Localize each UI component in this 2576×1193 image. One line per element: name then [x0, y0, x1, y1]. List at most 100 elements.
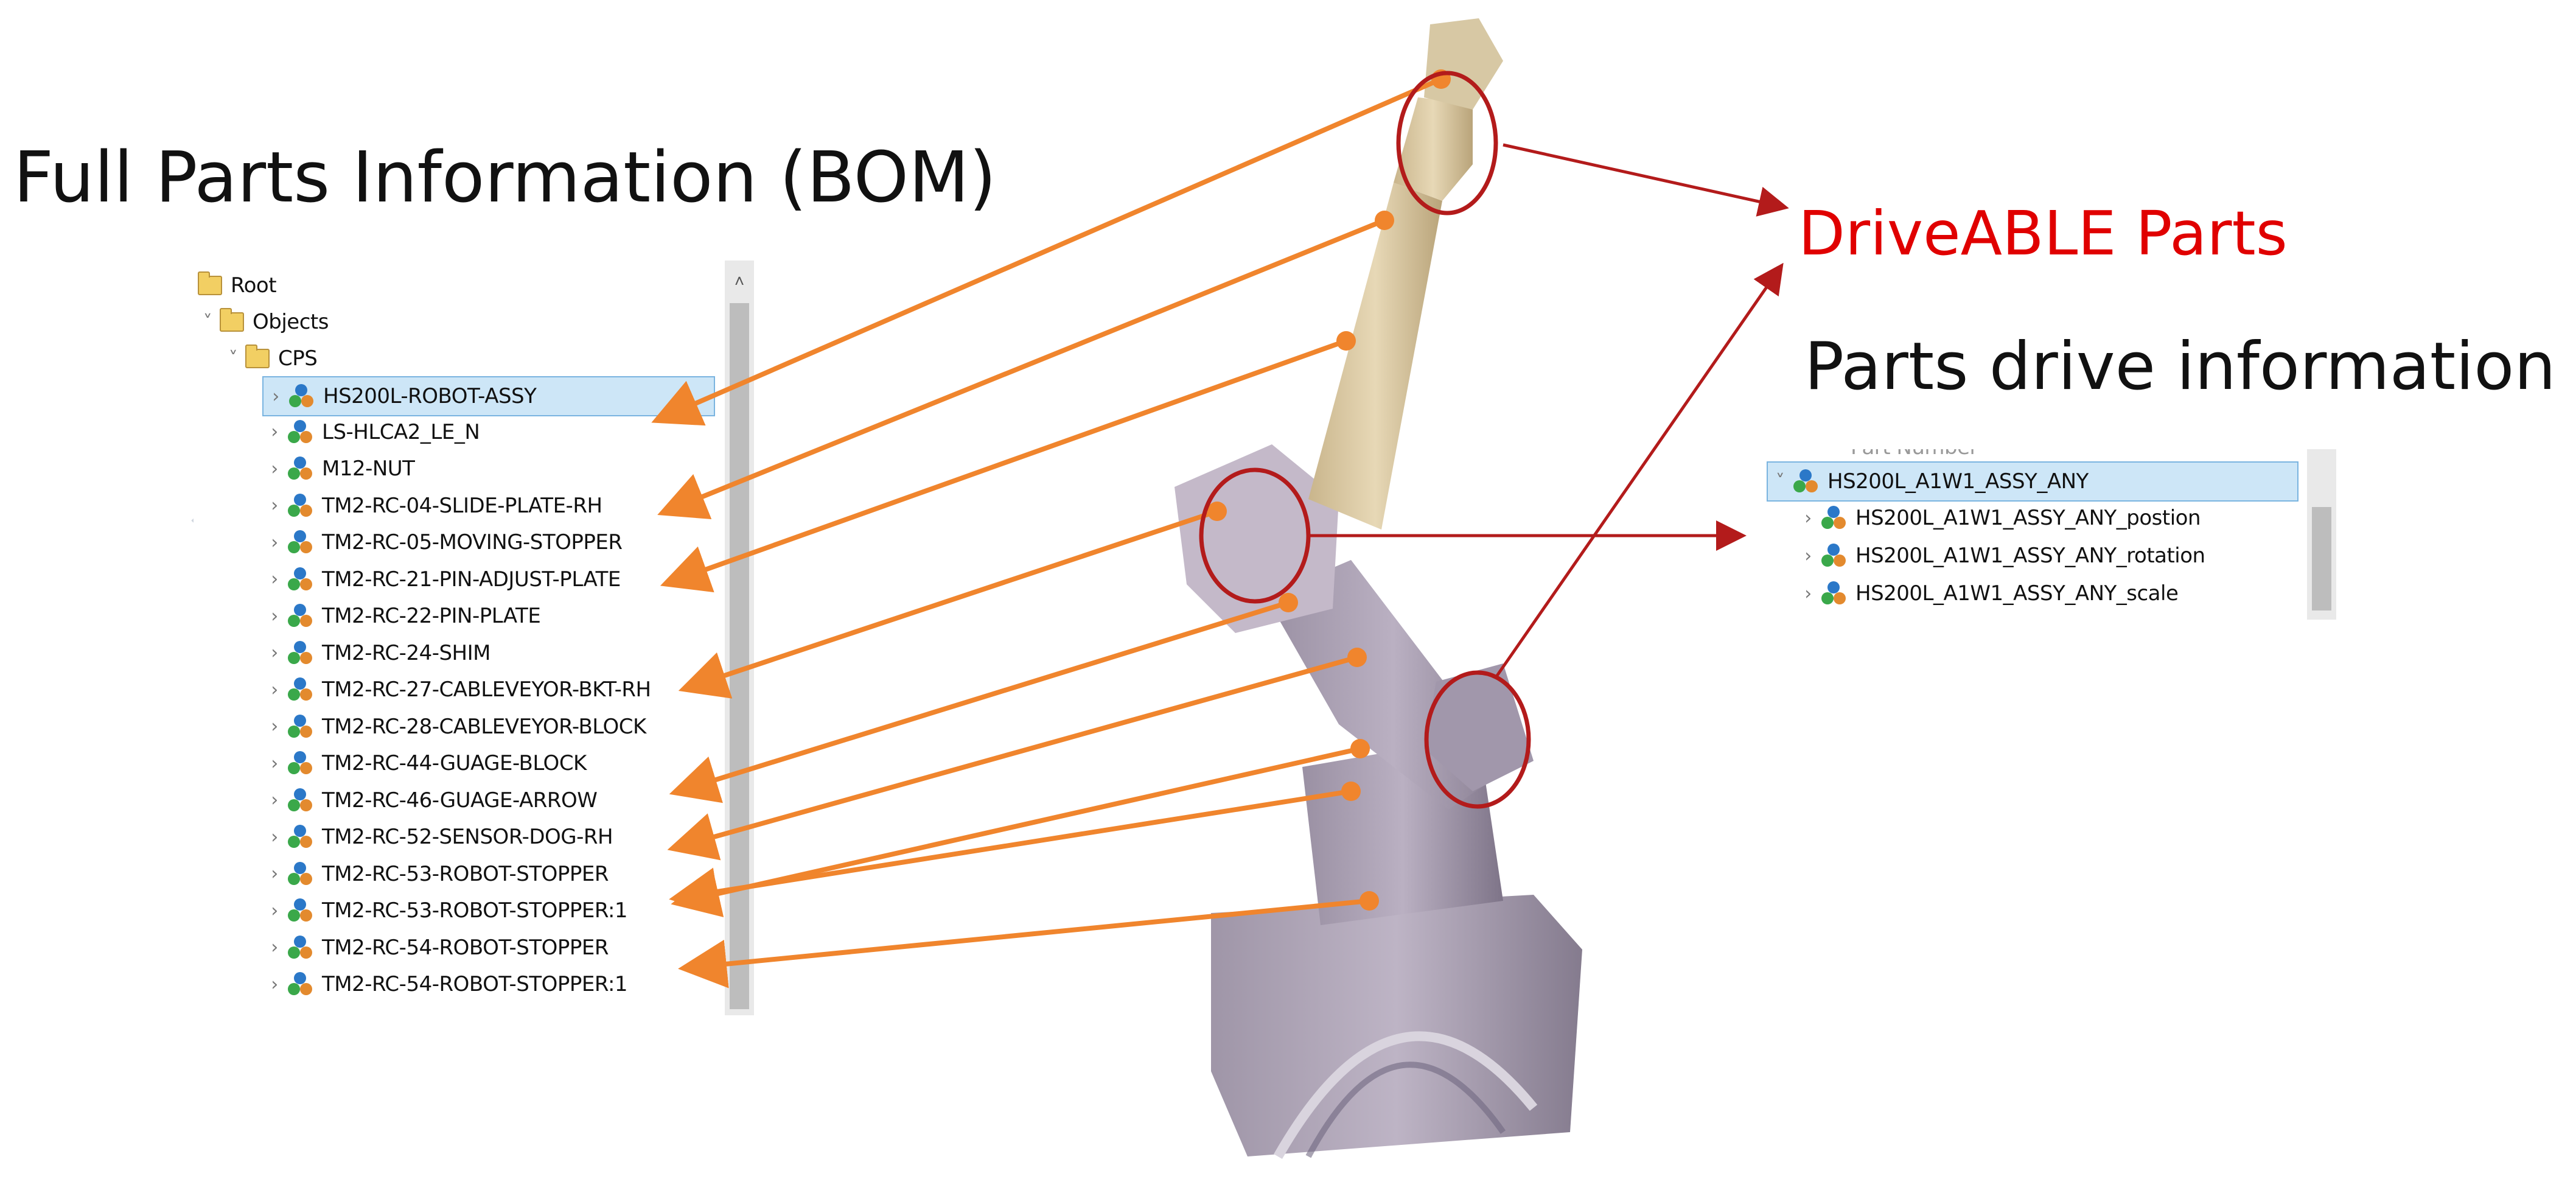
part-icon — [288, 972, 312, 995]
chevron-right-icon[interactable]: › — [271, 826, 278, 848]
part-icon — [289, 384, 313, 407]
bom-item-label: TM2-RC-53-ROBOT-STOPPER:1 — [322, 898, 628, 923]
bom-item[interactable]: › TM2-RC-05-MOVING-STOPPER — [262, 523, 623, 561]
chevron-right-icon[interactable]: › — [271, 495, 278, 516]
highlight-side-motor — [1424, 670, 1531, 809]
bom-item[interactable]: › TM2-RC-27-CABLEVEYOR-BKT-RH — [262, 671, 651, 708]
chevron-right-icon[interactable]: › — [271, 421, 278, 443]
drive-child-label: HS200L_A1W1_ASSY_ANY_postion — [1855, 506, 2201, 530]
bom-item-label: TM2-RC-44-GUAGE-BLOCK — [322, 751, 587, 775]
drive-tree-partial-row: Part Number — [1815, 447, 1978, 466]
bom-item-label: TM2-RC-27-CABLEVEYOR-BKT-RH — [322, 677, 651, 702]
drive-tree-child[interactable]: › HS200L_A1W1_ASSY_ANY_postion — [1796, 499, 2201, 537]
connector-dot — [1350, 739, 1370, 758]
tree-objects[interactable]: ˅ Objects — [195, 303, 329, 341]
bom-item[interactable]: ›M12-NUT — [262, 450, 415, 488]
bom-item-label: TM2-RC-04-SLIDE-PLATE-RH — [322, 493, 602, 518]
robot-end-effector — [1424, 18, 1503, 110]
bom-item[interactable]: › TM2-RC-52-SENSOR-DOG-RH — [262, 818, 613, 856]
connector-dot — [1279, 593, 1298, 612]
part-icon — [288, 861, 312, 885]
bom-item[interactable]: ›TM2-RC-24-SHIM — [262, 634, 491, 672]
chevron-right-icon[interactable]: › — [1804, 583, 1812, 604]
connector-line — [671, 746, 1361, 917]
bom-item-label: TM2-RC-53-ROBOT-STOPPER — [322, 861, 609, 886]
drive-scrollbar[interactable] — [2307, 449, 2336, 620]
bom-item[interactable]: ›TM2-RC-54-ROBOT-STOPPER — [262, 929, 609, 967]
part-icon — [288, 493, 312, 517]
drive-partial-label: Part Number — [1851, 447, 1978, 460]
arrow-from-side-motor — [1495, 262, 1784, 677]
chevron-right-icon[interactable]: › — [271, 679, 278, 701]
robot-side-motor — [1424, 663, 1534, 791]
connector-dot — [1207, 502, 1227, 521]
robot-upper-arm — [1308, 183, 1442, 530]
bom-item[interactable]: › TM2-RC-46-GUAGE-ARROW — [262, 782, 598, 819]
bom-item[interactable]: › TM2-RC-04-SLIDE-PLATE-RH — [262, 487, 602, 525]
chevron-right-icon[interactable]: › — [271, 900, 278, 922]
part-icon — [288, 825, 312, 848]
bom-item-label: TM2-RC-46-GUAGE-ARROW — [322, 788, 598, 813]
connector-line — [678, 898, 1370, 988]
arrow-to-driveable-parts — [1503, 143, 1789, 217]
bom-item[interactable]: › TM2-RC-44-GUAGE-BLOCK — [262, 744, 587, 782]
bom-item-label: LS-HLCA2_LE_N — [322, 419, 480, 444]
bom-item[interactable]: › LS-HLCA2_LE_N — [262, 413, 480, 451]
connector-dot — [1336, 331, 1356, 351]
connector-line — [657, 218, 1386, 520]
chevron-right-icon[interactable]: › — [272, 385, 279, 407]
drive-tree-child[interactable]: ›HS200L_A1W1_ASSY_ANY_scale — [1796, 575, 2179, 612]
bom-item-label: TM2-RC-05-MOVING-STOPPER — [322, 530, 623, 555]
drive-parent-label: HS200L_A1W1_ASSY_ANY — [1827, 469, 2089, 494]
chevron-right-icon[interactable]: › — [271, 458, 278, 480]
chevron-right-icon[interactable]: › — [271, 973, 278, 995]
chevron-right-icon[interactable]: › — [271, 531, 278, 553]
drive-tree-child[interactable]: ›HS200L_A1W1_ASSY_ANY_rotation — [1796, 537, 2205, 575]
part-icon — [288, 677, 312, 701]
part-icon — [288, 567, 312, 590]
connector-dot — [1375, 211, 1394, 230]
tree-cps[interactable]: ˅ CPS — [221, 340, 318, 377]
part-icon — [1793, 469, 1818, 492]
bom-item[interactable]: › TM2-RC-53-ROBOT-STOPPER:1 — [262, 892, 628, 929]
bom-item[interactable]: › TM2-RC-22-PIN-PLATE — [262, 597, 541, 635]
bom-title: Full Parts Information (BOM) — [13, 137, 997, 219]
chevron-right-icon[interactable]: › — [1804, 507, 1812, 529]
drive-tree-parent[interactable]: ˅ HS200L_A1W1_ASSY_ANY — [1767, 461, 2299, 502]
folder-icon — [220, 308, 244, 332]
bom-item-label: TM2-RC-54-ROBOT-STOPPER:1 — [322, 972, 628, 996]
chevron-right-icon[interactable]: › — [271, 752, 278, 774]
part-icon — [288, 530, 312, 553]
part-icon — [288, 604, 312, 627]
tree-root[interactable]: Root — [195, 267, 277, 304]
bom-item[interactable]: ›HS200L-ROBOT-ASSY — [262, 376, 715, 416]
tree-cps-label: CPS — [278, 346, 318, 371]
bom-item-label: TM2-RC-52-SENSOR-DOG-RH — [322, 825, 613, 849]
chevron-right-icon[interactable]: › — [1804, 545, 1812, 567]
drive-scroll-thumb[interactable] — [2312, 507, 2331, 610]
chevron-right-icon[interactable]: › — [271, 863, 278, 884]
chevron-right-icon[interactable]: › — [271, 569, 278, 590]
part-icon — [1821, 544, 1846, 567]
part-icon — [288, 751, 312, 774]
chevron-right-icon[interactable]: › — [271, 937, 278, 958]
chevron-down-icon[interactable]: ˅ — [228, 348, 238, 369]
chevron-right-icon[interactable]: › — [271, 605, 278, 627]
bom-item[interactable]: ›TM2-RC-21-PIN-ADJUST-PLATE — [262, 561, 621, 598]
chevron-right-icon[interactable]: › — [271, 789, 278, 811]
chevron-right-icon[interactable]: › — [271, 716, 278, 737]
chevron-down-icon[interactable]: ˅ — [203, 311, 212, 333]
scroll-up-icon[interactable]: ˄ — [734, 271, 745, 290]
bom-item[interactable]: › TM2-RC-54-ROBOT-STOPPER:1 — [262, 965, 628, 1003]
robot-shoulder — [1175, 444, 1339, 633]
robot-base-ring — [1274, 1031, 1538, 1159]
bom-item[interactable]: ›TM2-RC-28-CABLEVEYOR-BLOCK — [262, 708, 646, 746]
chevron-down-icon[interactable]: ˅ — [1775, 471, 1785, 492]
part-icon — [288, 419, 312, 443]
bom-item-label: TM2-RC-22-PIN-PLATE — [322, 604, 541, 628]
bom-item[interactable]: › TM2-RC-53-ROBOT-STOPPER — [262, 855, 609, 893]
chevron-right-icon[interactable]: › — [271, 642, 278, 663]
connector-dot — [1360, 891, 1379, 911]
part-icon — [288, 935, 312, 959]
